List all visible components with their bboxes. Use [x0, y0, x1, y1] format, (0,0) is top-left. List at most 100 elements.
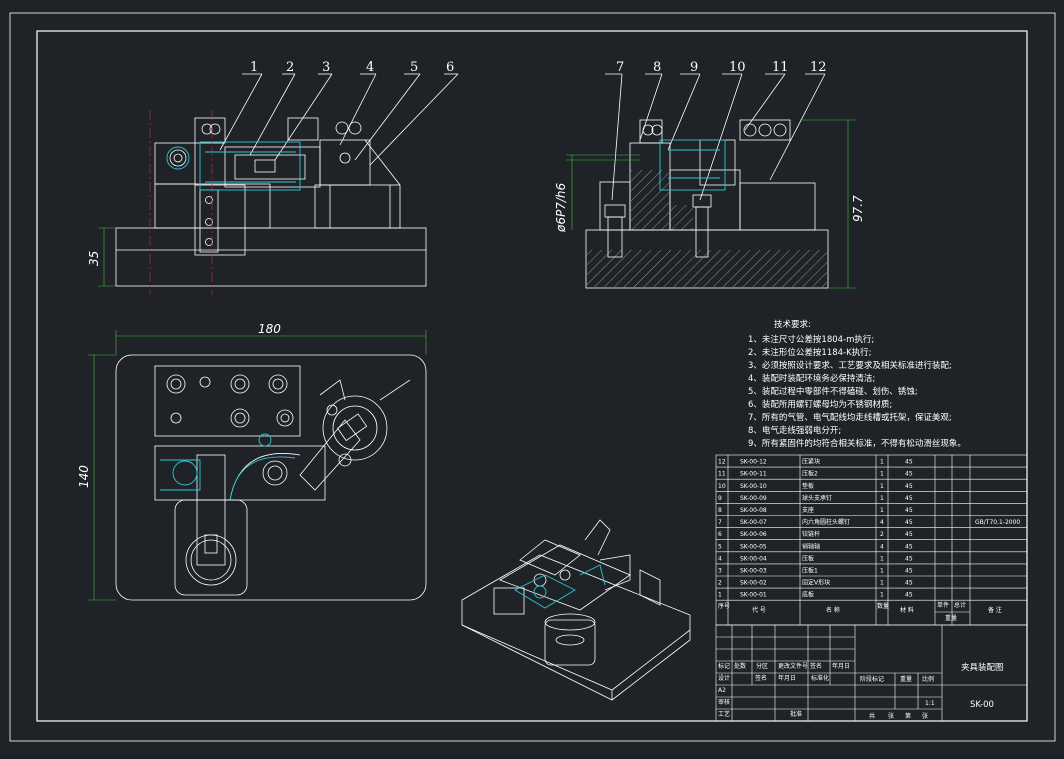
requirement-item: 4、装配时装配环境务必保持清洁;: [748, 373, 875, 384]
title-block: 夹具装配图 SK-00 标记 处数 分区 更改文件号 签名 年月日 设计 签名 …: [718, 662, 1004, 720]
tb-sheets-total: 共: [869, 712, 875, 720]
bom-cell: 45: [905, 555, 913, 562]
balloon-4: 4: [366, 60, 374, 75]
bom-cell: 1: [880, 580, 884, 587]
tb-design: 设计: [718, 674, 730, 682]
bom-cell: 3: [718, 568, 722, 575]
bom-cell: SK-00-11: [740, 471, 767, 478]
title-block-grid: [715, 624, 1028, 722]
side-hatch: [587, 170, 827, 287]
isometric-cyan: [514, 564, 606, 609]
tb-count: 处数: [734, 662, 746, 670]
tb-stage: 阶段标记: [860, 675, 884, 683]
bom-cell: 固定V形块: [802, 579, 830, 587]
bom-cell: 5: [718, 543, 722, 550]
dim-plan-width: 180: [258, 322, 281, 336]
tb-date: 年月日: [832, 662, 850, 670]
requirement-item: 9、所有紧固件的均符合相关标准，不得有松动滑丝现象。: [748, 438, 966, 449]
balloon-8: 8: [653, 60, 661, 75]
inner-border: [36, 30, 1028, 722]
bom-cell: 1: [880, 555, 884, 562]
bom-cell: 45: [905, 531, 913, 538]
bom-cell: 1: [880, 568, 884, 575]
requirement-item: 1、未注尺寸公差按1804-m执行;: [748, 334, 874, 345]
bom-cell: 压板2: [802, 470, 818, 478]
bom-cell: 1: [880, 495, 884, 502]
bom-cell: 11: [718, 471, 726, 478]
isometric-view: [461, 519, 691, 701]
bom-cell: 销轴轴: [802, 542, 820, 550]
bom-header-material: 材 料: [900, 606, 914, 614]
bom-cell: SK-00-10: [740, 483, 767, 490]
bom-cell: 铰链杆: [802, 530, 820, 538]
drawing-number: SK-00: [970, 700, 994, 710]
bom-cell: SK-00-09: [740, 495, 767, 502]
balloon-3: 3: [322, 60, 330, 75]
bom-cell: 4: [718, 555, 722, 562]
tb-zone: 分区: [756, 662, 768, 670]
tb-sheet-size: A2: [718, 687, 726, 694]
requirements-title: 技术要求:: [774, 319, 811, 330]
balloon-10: 10: [729, 60, 746, 75]
balloon-2: 2: [286, 60, 294, 75]
bom-cell: 45: [905, 543, 913, 550]
bom-cell: SK-00-07: [740, 519, 767, 526]
bom-header-name: 名 称: [826, 606, 840, 614]
bom-cell: SK-00-04: [740, 555, 767, 562]
bom-cell: 10: [718, 483, 726, 490]
side-leaders: [605, 73, 826, 201]
bom-cell: 12: [718, 459, 726, 466]
bom-header-weight: 重量: [945, 614, 957, 622]
balloon-5: 5: [410, 60, 418, 75]
outer-border: [9, 12, 1056, 742]
bom-cell: 1: [880, 483, 884, 490]
bom-header-code: 代 号: [752, 606, 766, 614]
bom-cell: 2: [718, 580, 722, 587]
bom-header-total: 总计: [954, 601, 966, 609]
bom-cell: 45: [905, 519, 913, 526]
bom-cell: SK-00-03: [740, 568, 767, 575]
side-view-cyan: [659, 139, 726, 191]
balloon-12: 12: [810, 60, 827, 75]
plan-dims: [88, 330, 427, 601]
bom-cell: 45: [905, 495, 913, 502]
bom-header-note: 备 注: [988, 606, 1002, 614]
side-view: [585, 73, 829, 289]
bom-cell: 45: [905, 592, 913, 599]
dim-side-height: 97.7: [851, 195, 865, 222]
bom-cell: 9: [718, 495, 722, 502]
bom-header-single: 单件: [937, 601, 949, 609]
side-dims: [566, 119, 856, 289]
tb-scale-value: 1:1: [925, 700, 935, 707]
requirement-item: 5、装配过程中零部件不得磕碰、划伤、锈蚀;: [748, 386, 918, 397]
bom-cell: 45: [905, 580, 913, 587]
bom-cell: 8: [718, 507, 722, 514]
bom-cell: 4: [880, 519, 884, 526]
bom-cell: 7: [718, 519, 722, 526]
bom-cell: SK-00-01: [740, 592, 767, 599]
bom-cell: SK-00-05: [740, 543, 767, 550]
dim-fit: ø6P7/h6: [554, 183, 568, 233]
plan-view-cyan: [160, 433, 296, 501]
tb-sheets-no: 第: [905, 712, 911, 720]
bom-cell: GB/T70.1-2000: [975, 519, 1020, 526]
bom-cell: 压紧块: [802, 458, 820, 466]
bom-cell: 45: [905, 459, 913, 466]
bom-cell: 球头支承钉: [802, 494, 832, 502]
bom-cell: 1: [718, 592, 722, 599]
tb-mark: 标记: [718, 662, 730, 670]
requirement-item: 3、必须按照设计要求、工艺要求及相关标准进行装配;: [748, 360, 952, 371]
bom-cell: 压板: [802, 554, 814, 562]
tb-weight: 重量: [900, 675, 912, 683]
bom-cell: 底板: [802, 591, 814, 599]
bom-cell: 支座: [802, 506, 814, 514]
tb-process: 工艺: [718, 710, 730, 718]
tb-design-date: 年月日: [778, 674, 796, 682]
bom-cell: 内六角圆柱头螺钉: [802, 518, 850, 526]
bom-cell: 1: [880, 459, 884, 466]
technical-requirements: 技术要求: 1、未注尺寸公差按1804-m执行; 2、未注形位公差按1184-K…: [748, 319, 966, 449]
dim-front-height: 35: [87, 251, 101, 266]
